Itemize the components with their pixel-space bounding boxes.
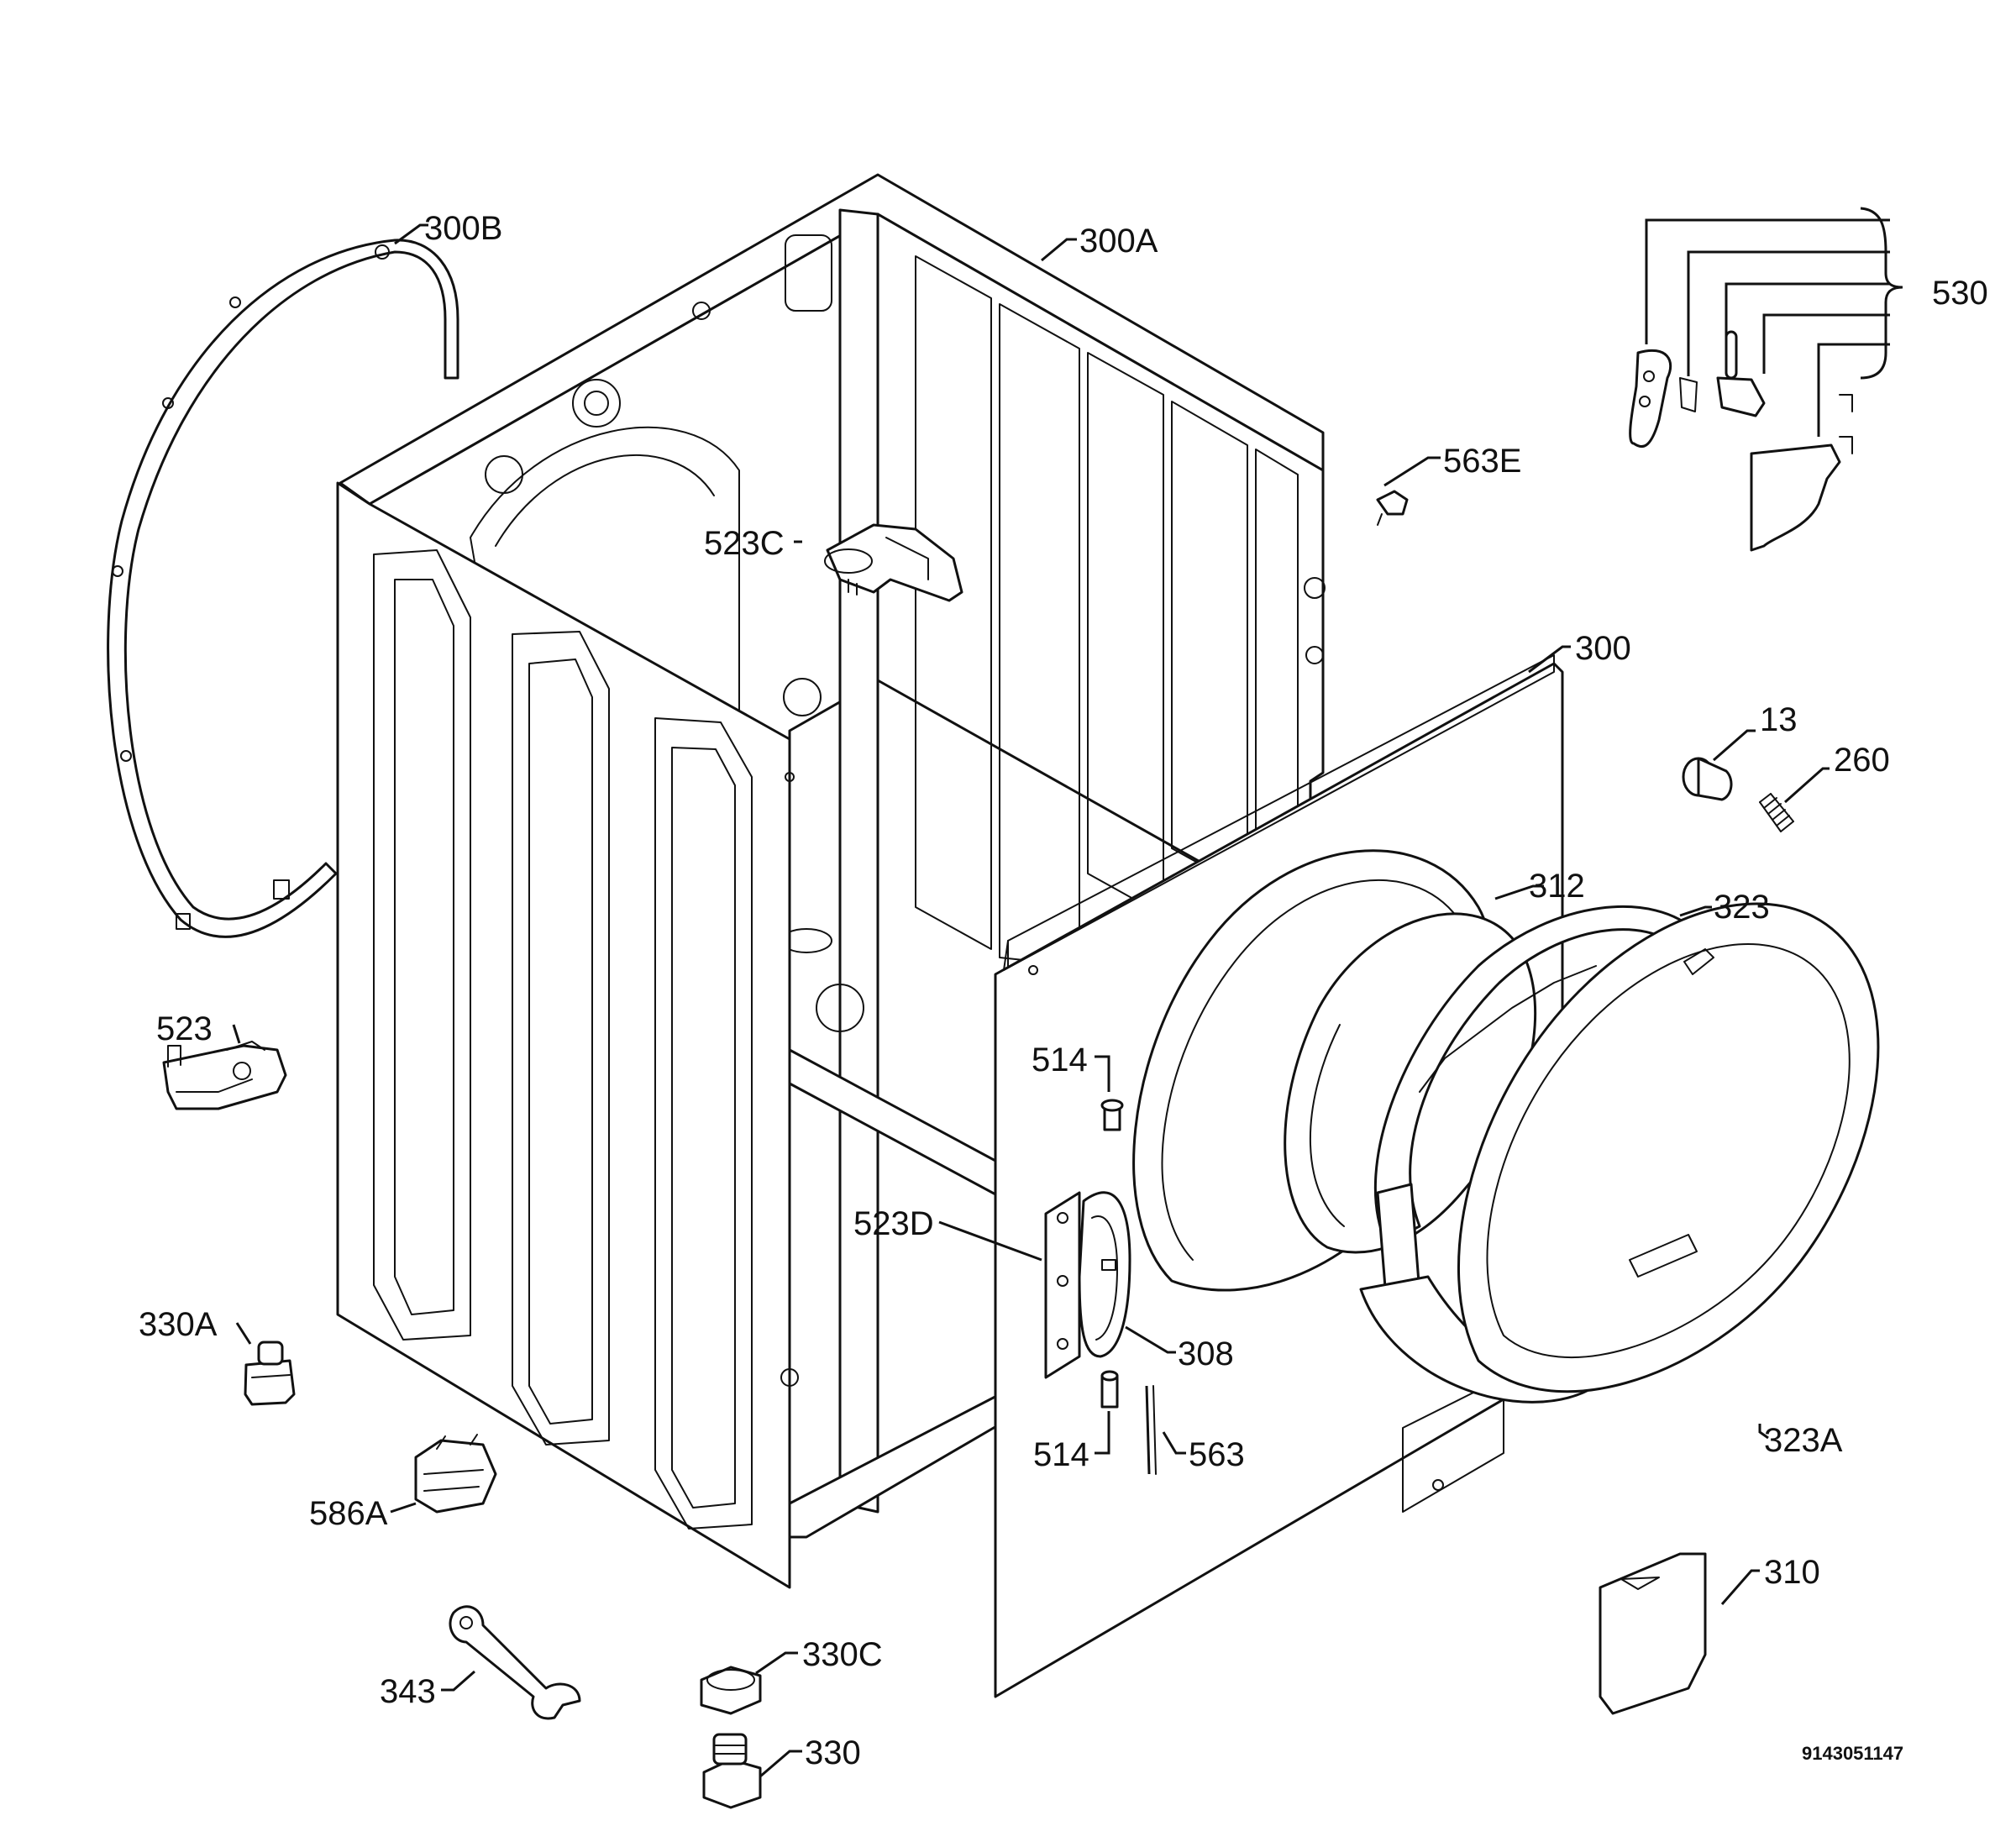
label-323: 323 xyxy=(1714,889,1770,926)
part-343-spanner[interactable] xyxy=(449,1605,581,1720)
label-312: 312 xyxy=(1529,868,1585,905)
part-330a-foot[interactable] xyxy=(244,1341,296,1406)
label-323a: 323A xyxy=(1764,1422,1843,1459)
label-514-upper: 514 xyxy=(1032,1042,1088,1078)
label-260: 260 xyxy=(1834,742,1890,779)
label-300b: 300B xyxy=(424,210,502,247)
part-330-foot[interactable] xyxy=(702,1733,762,1809)
document-id: 9143051147 xyxy=(1802,1743,1903,1764)
label-330: 330 xyxy=(805,1734,861,1771)
label-343: 343 xyxy=(380,1673,436,1710)
leader-lines xyxy=(232,223,1830,1778)
part-330c-foot[interactable] xyxy=(700,1666,762,1715)
part-308-hinge[interactable] xyxy=(1078,1191,1131,1358)
part-563-rod[interactable] xyxy=(1145,1385,1157,1475)
part-523c-clip[interactable] xyxy=(824,523,963,602)
cabinet-left-side-panel xyxy=(336,481,799,1589)
part-514-pin-upper[interactable] xyxy=(1100,1099,1124,1131)
label-330c: 330C xyxy=(802,1636,883,1673)
part-563e-clip[interactable] xyxy=(1376,490,1409,526)
part-586a-clip[interactable] xyxy=(414,1434,497,1514)
part-13-button[interactable] xyxy=(1682,757,1733,801)
label-300a: 300A xyxy=(1079,223,1158,260)
part-300b-rear-seal[interactable] xyxy=(107,239,459,938)
label-300: 300 xyxy=(1575,630,1631,667)
part-514-pin-lower[interactable] xyxy=(1100,1370,1119,1409)
part-523d-hinge-plate[interactable] xyxy=(1044,1191,1081,1379)
part-323a-door-outer[interactable] xyxy=(1457,902,1880,1393)
label-523c: 523C xyxy=(704,525,785,562)
label-310: 310 xyxy=(1764,1554,1820,1591)
label-523: 523 xyxy=(156,1010,213,1047)
part-523-clip[interactable] xyxy=(162,1041,287,1110)
label-13: 13 xyxy=(1760,701,1798,738)
label-523d: 523D xyxy=(853,1205,934,1242)
part-300a-cabinet[interactable] xyxy=(339,173,1326,1539)
label-530: 530 xyxy=(1932,275,1988,312)
part-530-hinge-assembly[interactable] xyxy=(1629,207,1903,552)
label-563: 563 xyxy=(1189,1436,1245,1473)
label-563e: 563E xyxy=(1443,443,1521,480)
label-330a: 330A xyxy=(139,1306,218,1343)
label-514-lower: 514 xyxy=(1033,1436,1089,1473)
label-308: 308 xyxy=(1178,1335,1234,1372)
part-260-spring[interactable] xyxy=(1759,793,1794,832)
label-586a: 586A xyxy=(309,1495,388,1532)
part-labels: 300B 300A 530 563E 523C 300 13 260 312 3… xyxy=(139,210,1988,1771)
part-310-cover[interactable] xyxy=(1599,1552,1707,1715)
